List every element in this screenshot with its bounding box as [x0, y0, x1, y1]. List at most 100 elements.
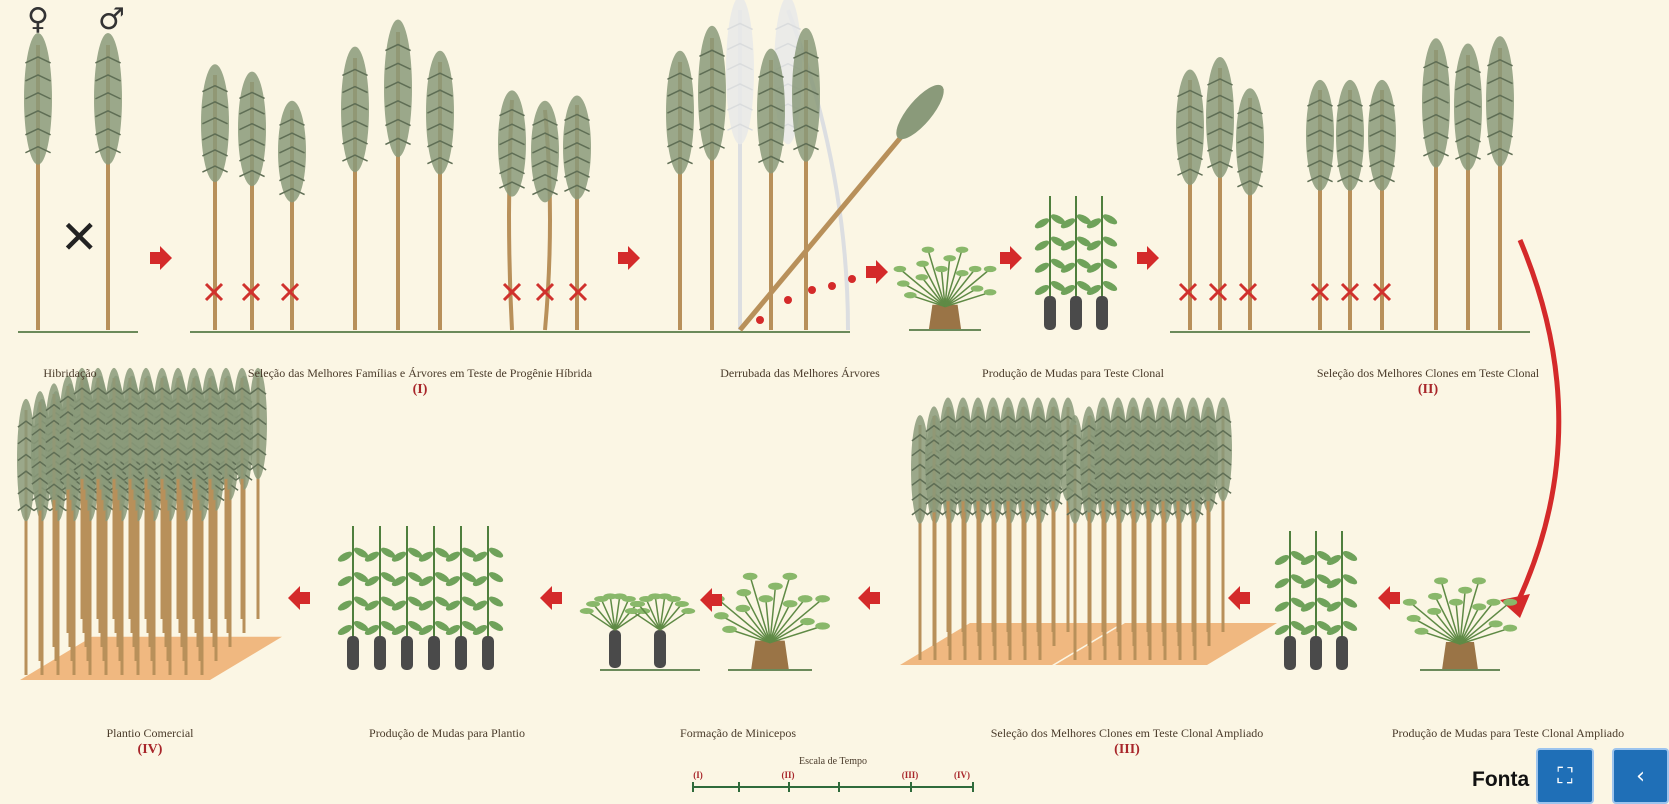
tree [341, 47, 369, 330]
sprout-leaf [758, 595, 773, 602]
stump [751, 641, 789, 670]
time-scale-tick [972, 782, 974, 792]
sprout-leaf [800, 618, 815, 625]
stump [1442, 642, 1478, 670]
sprout-leaf [1503, 625, 1517, 632]
seedling-leaf [1273, 553, 1290, 567]
sprout-leaf [897, 280, 910, 286]
label-plantio-comercial: Plantio Comercial [107, 726, 194, 741]
time-scale: Escala de Tempo (I) (II) (III) (IV) [688, 756, 978, 804]
process-arrow [288, 586, 310, 610]
seedling-leaf [1273, 576, 1290, 590]
planting-tube [654, 630, 666, 668]
label-selecao-ampliado: Seleção dos Melhores Clones em Teste Clo… [991, 726, 1264, 741]
planting-tube [482, 636, 494, 670]
planting-tube [455, 636, 467, 670]
seedling-leaf [1341, 619, 1358, 633]
tree [384, 19, 412, 330]
stage-label-2: (II) [1418, 382, 1438, 398]
sprout-leaf [815, 595, 830, 602]
reject-mark [537, 284, 553, 300]
planting-tube [1096, 296, 1108, 330]
fullscreen-button[interactable]: ⛶ [1536, 748, 1594, 804]
time-scale-bar [692, 786, 974, 788]
label-producao-teste-clonal: Produção de Mudas para Teste Clonal [982, 366, 1164, 381]
tree [726, 0, 754, 330]
stage-label-1: (I) [413, 382, 428, 398]
sprout-leaf [956, 247, 969, 253]
sprout-leaf [743, 573, 758, 580]
tree [698, 26, 726, 330]
stage-label-3: (III) [1114, 742, 1140, 758]
stump [929, 305, 961, 330]
sprout-leaf [969, 266, 982, 272]
sprout-leaf [1407, 615, 1421, 622]
seedling-leaf [1101, 212, 1118, 226]
sprout-leaf [984, 266, 997, 272]
sprout-leaf [625, 608, 639, 614]
sprout-leaf [586, 601, 600, 607]
seedling-leaf [1033, 216, 1050, 230]
time-scale-tick [838, 782, 840, 792]
process-arrow [866, 260, 888, 284]
sprout-leaf [798, 595, 813, 602]
seedling-leaf [487, 546, 504, 560]
source-caption: Fonta [1472, 768, 1529, 792]
seedling-leaf [1101, 235, 1118, 249]
sprout-leaf [1458, 587, 1472, 594]
seedling-leaf [487, 570, 504, 584]
previous-button[interactable]: ‹ [1612, 748, 1669, 804]
seedling-leaf [1033, 239, 1050, 253]
sprout-leaf [1489, 620, 1503, 627]
sprout-leaf [1472, 577, 1486, 584]
sprout-leaf [935, 266, 948, 272]
tree [94, 33, 122, 330]
cross-symbol: ✕ [60, 210, 99, 264]
fullscreen-icon: ⛶ [1557, 764, 1572, 789]
planting-tube [428, 636, 440, 670]
time-scale-label-3: (III) [902, 770, 919, 780]
seedling-leaf [487, 595, 504, 609]
tree [1486, 36, 1514, 330]
sprout-leaf [1427, 608, 1441, 615]
sprout-leaf [631, 601, 645, 607]
tree [24, 33, 52, 330]
sprout-leaf [1434, 577, 1448, 584]
process-arrow [540, 586, 562, 610]
process-arrow [700, 588, 722, 612]
sprout-leaf [1403, 599, 1417, 606]
sprout-leaf [971, 285, 984, 291]
sprout-leaf [1449, 599, 1463, 606]
sprout-leaf [622, 596, 636, 602]
time-scale-tick [738, 782, 740, 792]
time-scale-label-1: (I) [693, 770, 703, 780]
sprout-leaf [922, 247, 935, 253]
sprout-leaf [984, 289, 997, 295]
tree [792, 28, 820, 330]
sprout-leaf [681, 608, 695, 614]
sprout-leaf [904, 292, 917, 298]
label-hibridacao: Hibridação [43, 366, 96, 381]
label-selecao-familias: Seleção das Melhores Famílias e Árvores … [248, 366, 592, 381]
sprout-leaf [722, 626, 737, 633]
sprout-leaf [956, 270, 969, 276]
tree [249, 368, 267, 619]
chevron-left-icon: ‹ [1636, 764, 1645, 789]
seedling-leaf [336, 574, 353, 588]
sprout-leaf [783, 573, 798, 580]
time-scale-tick [788, 782, 790, 792]
label-selecao-clones: Seleção dos Melhores Clones em Teste Clo… [1317, 366, 1539, 381]
sprout-leaf [714, 612, 729, 619]
planting-tube [374, 636, 386, 670]
planting-tube [1310, 636, 1322, 670]
sprout-leaf [667, 596, 681, 602]
seedling-leaf [487, 619, 504, 633]
tree [531, 101, 559, 330]
planting-tube [1070, 296, 1082, 330]
felled-crown [889, 78, 951, 146]
sprout-leaf [736, 589, 751, 596]
seedling-leaf [336, 623, 353, 637]
trail-dot [808, 286, 816, 294]
time-scale-title: Escala de Tempo [688, 756, 978, 767]
seedling-leaf [1341, 549, 1358, 563]
